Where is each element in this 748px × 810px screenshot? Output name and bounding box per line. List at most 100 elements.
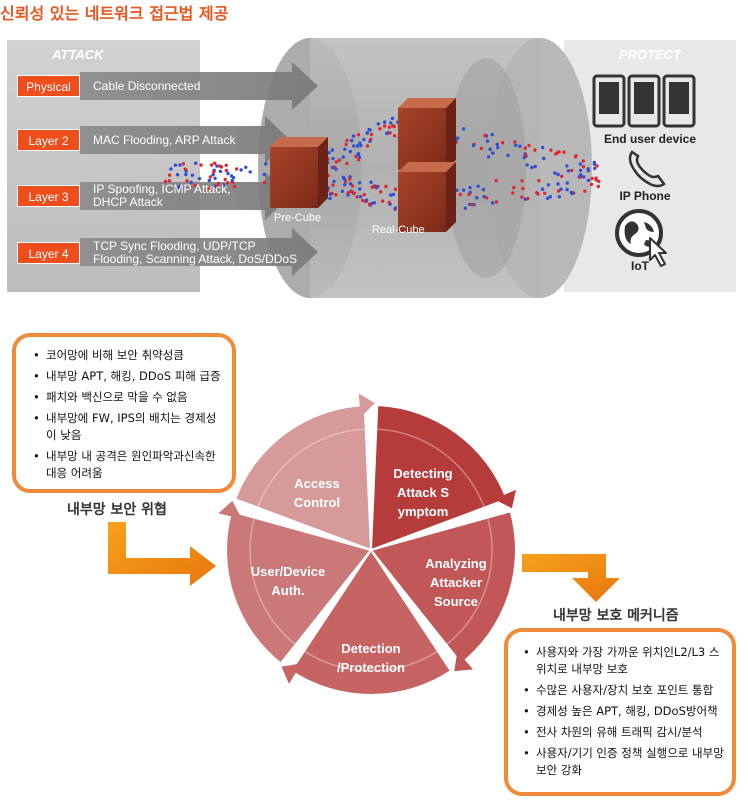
- real-cube-shape: [398, 98, 456, 232]
- layer-badge-layer4: Layer 4: [17, 242, 80, 264]
- threats-box: 코어망에 비해 보안 취약성큼 내부망 APT, 해킹, DDoS 피해 급증 …: [12, 333, 236, 493]
- traffic-particle: [239, 168, 243, 172]
- traffic-particle: [390, 116, 395, 121]
- traffic-particle: [389, 193, 393, 197]
- traffic-particle: [533, 164, 537, 169]
- traffic-particle: [365, 131, 369, 135]
- traffic-particle: [194, 161, 198, 165]
- layer-badge-layer2: Layer 2: [17, 129, 80, 151]
- traffic-particle: [586, 178, 591, 183]
- traffic-particle: [185, 179, 189, 183]
- traffic-particle: [463, 206, 467, 210]
- traffic-particle: [384, 184, 388, 189]
- traffic-particle: [594, 176, 598, 180]
- traffic-particle: [581, 165, 586, 169]
- traffic-particle: [193, 183, 197, 187]
- traffic-particle: [385, 131, 389, 136]
- mechanism-box: 사용자와 가장 가까운 위치인L2/L3 스위치로 내부망 보호 수많은 사용자…: [504, 628, 736, 796]
- traffic-particle: [365, 144, 370, 148]
- mechanism-list: 사용자와 가장 가까운 위치인L2/L3 스위치로 내부망 보호 수많은 사용자…: [518, 644, 724, 779]
- cycle-pie: [218, 393, 517, 696]
- traffic-particle: [352, 191, 356, 195]
- attack-header: ATTACK: [52, 47, 104, 62]
- traffic-particle: [348, 182, 353, 186]
- traffic-particle: [221, 183, 226, 187]
- traffic-particle: [213, 176, 217, 180]
- attack-arrows: [80, 62, 318, 276]
- threat-item: 패치와 백신으로 막을 수 없음: [33, 389, 224, 406]
- segment-access-control: [233, 404, 373, 552]
- traffic-particle: [331, 183, 335, 187]
- traffic-particle: [560, 174, 564, 178]
- traffic-particle: [589, 182, 594, 187]
- real-cube-label: Real-Cube: [372, 224, 425, 236]
- layer-badge-layer3: Layer 3: [17, 185, 80, 207]
- network-attack-diagram: [7, 38, 736, 298]
- traffic-particle: [525, 163, 529, 167]
- traffic-particle: [569, 190, 573, 195]
- traffic-particle: [337, 158, 342, 162]
- traffic-particle: [468, 202, 472, 206]
- traffic-particle: [479, 146, 484, 151]
- traffic-particle: [495, 142, 499, 147]
- traffic-particle: [218, 169, 223, 174]
- traffic-particle: [545, 196, 550, 200]
- traffic-particle: [209, 163, 214, 167]
- traffic-particle: [346, 191, 350, 195]
- iot-label: IoT: [631, 259, 649, 273]
- traffic-particle: [343, 183, 347, 187]
- traffic-particle: [327, 150, 331, 155]
- page-title: 신뢰성 있는 네트워크 접근법 제공: [0, 4, 229, 23]
- segment-analyzing-arrowhead: [454, 651, 473, 672]
- layer-badge-physical: Physical: [17, 75, 80, 97]
- traffic-particle: [218, 164, 222, 168]
- traffic-particle: [586, 169, 591, 173]
- traffic-particle: [470, 202, 474, 207]
- traffic-particle: [389, 121, 393, 125]
- traffic-particle: [211, 173, 215, 177]
- mobile-devices-icon: [592, 74, 696, 128]
- traffic-particle: [578, 162, 583, 166]
- traffic-particle: [593, 166, 597, 171]
- traffic-particle: [344, 142, 348, 147]
- traffic-particle: [383, 120, 387, 124]
- traffic-particle: [350, 184, 355, 188]
- traffic-particle: [207, 186, 211, 190]
- attack-text-layer3: IP Spoofing, ICMP Attack,DHCP Attack: [93, 182, 231, 209]
- traffic-particle: [482, 194, 486, 199]
- traffic-particle: [565, 164, 569, 168]
- traffic-particle: [533, 148, 537, 152]
- traffic-particle: [355, 144, 360, 148]
- traffic-particle: [582, 175, 586, 179]
- traffic-particle: [514, 143, 518, 147]
- traffic-particle: [523, 197, 528, 201]
- traffic-particle: [213, 161, 217, 165]
- traffic-particle: [592, 160, 596, 165]
- traffic-particles: [163, 116, 601, 211]
- pre-cube-label: Pre-Cube: [274, 212, 322, 224]
- traffic-particle: [362, 193, 367, 197]
- traffic-particle: [348, 177, 352, 181]
- mechanism-item: 수많은 사용자/장치 보호 포인트 통합: [523, 682, 724, 699]
- traffic-particle: [486, 155, 491, 159]
- threat-item: 내부망 APT, 해킹, DDoS 피해 급증: [33, 368, 224, 385]
- traffic-particle: [190, 173, 195, 177]
- tube-right-ellipse: [488, 38, 592, 298]
- traffic-particle: [332, 179, 336, 184]
- traffic-particle: [345, 138, 349, 143]
- traffic-particle: [358, 181, 362, 185]
- traffic-particle: [226, 181, 230, 185]
- traffic-particle: [455, 188, 459, 192]
- traffic-particle: [173, 163, 178, 167]
- protect-header: PROTECT: [619, 47, 682, 62]
- traffic-particle: [518, 144, 522, 148]
- traffic-particle: [372, 201, 376, 205]
- traffic-particle: [362, 137, 366, 142]
- traffic-particle: [557, 195, 561, 199]
- traffic-particle: [387, 200, 391, 205]
- segment-analyzing-label: Analyzing Attacker Source: [425, 556, 487, 609]
- traffic-particle: [175, 173, 180, 177]
- traffic-particle: [494, 200, 499, 204]
- traffic-particle: [354, 154, 358, 159]
